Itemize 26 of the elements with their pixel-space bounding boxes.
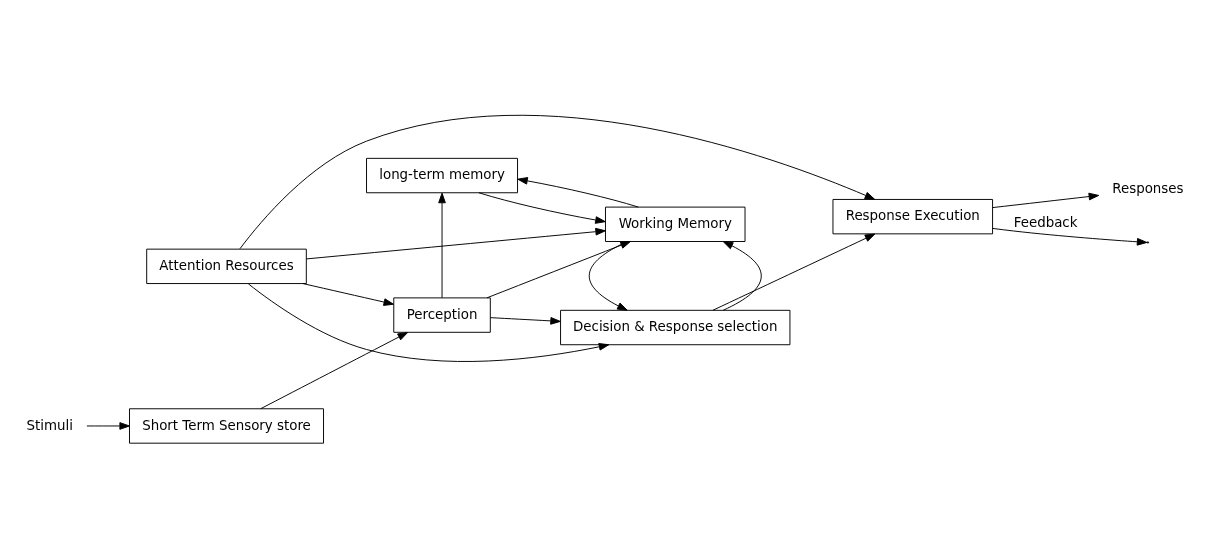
arrow <box>478 192 606 224</box>
node-text: Responses <box>1112 181 1184 197</box>
arrow <box>438 192 446 299</box>
arrow <box>305 227 606 260</box>
arrow <box>489 317 561 325</box>
arrow <box>712 233 876 311</box>
arrow <box>722 241 762 311</box>
node-box: Decision & Response selection <box>560 309 791 346</box>
edge-label: Feedback <box>1013 215 1078 231</box>
arrow <box>517 177 639 208</box>
arrow <box>260 332 409 410</box>
arrow <box>302 283 395 306</box>
arrow <box>588 241 628 311</box>
arrow <box>86 422 130 430</box>
node-box: Working Memory <box>605 206 746 242</box>
node-box: long-term memory <box>366 157 518 194</box>
arrow <box>992 227 1148 246</box>
arrow <box>239 114 876 250</box>
node-text: Stimuli <box>26 417 73 433</box>
node-box: Response Execution <box>832 198 994 235</box>
arrow <box>247 283 610 362</box>
node-box: Short Term Sensory store <box>129 408 324 444</box>
arrow <box>992 192 1100 209</box>
arrow <box>486 241 631 299</box>
node-box: Attention Resources <box>146 248 307 285</box>
node-box: Perception <box>393 297 491 333</box>
